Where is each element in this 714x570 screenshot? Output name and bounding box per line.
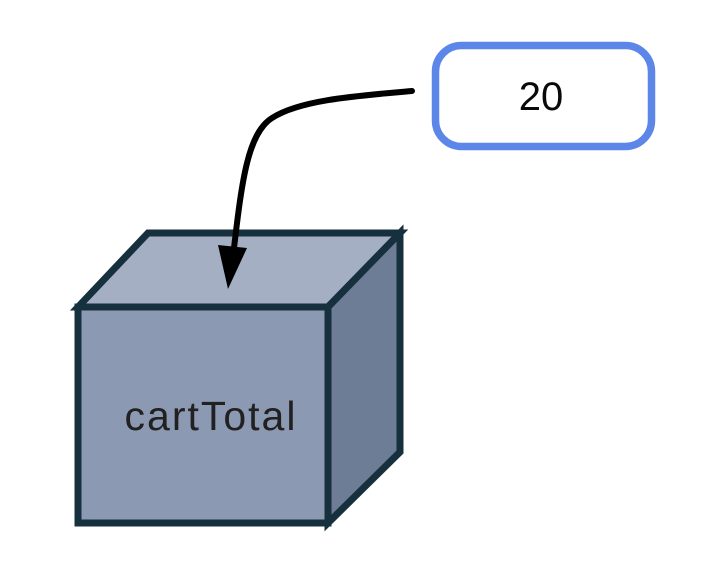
variable-box: cartTotal: [69, 224, 409, 532]
arrow-head-icon: [218, 245, 247, 289]
value-chip: 20: [431, 41, 656, 151]
box-front-face: [74, 303, 332, 527]
value-chip-outline: [431, 41, 656, 151]
variable-name-label: cartTotal: [125, 393, 298, 439]
value-chip-text: 20: [519, 75, 564, 119]
arrow-shaft: [231, 88, 415, 251]
assignment-arrow: [218, 88, 415, 289]
